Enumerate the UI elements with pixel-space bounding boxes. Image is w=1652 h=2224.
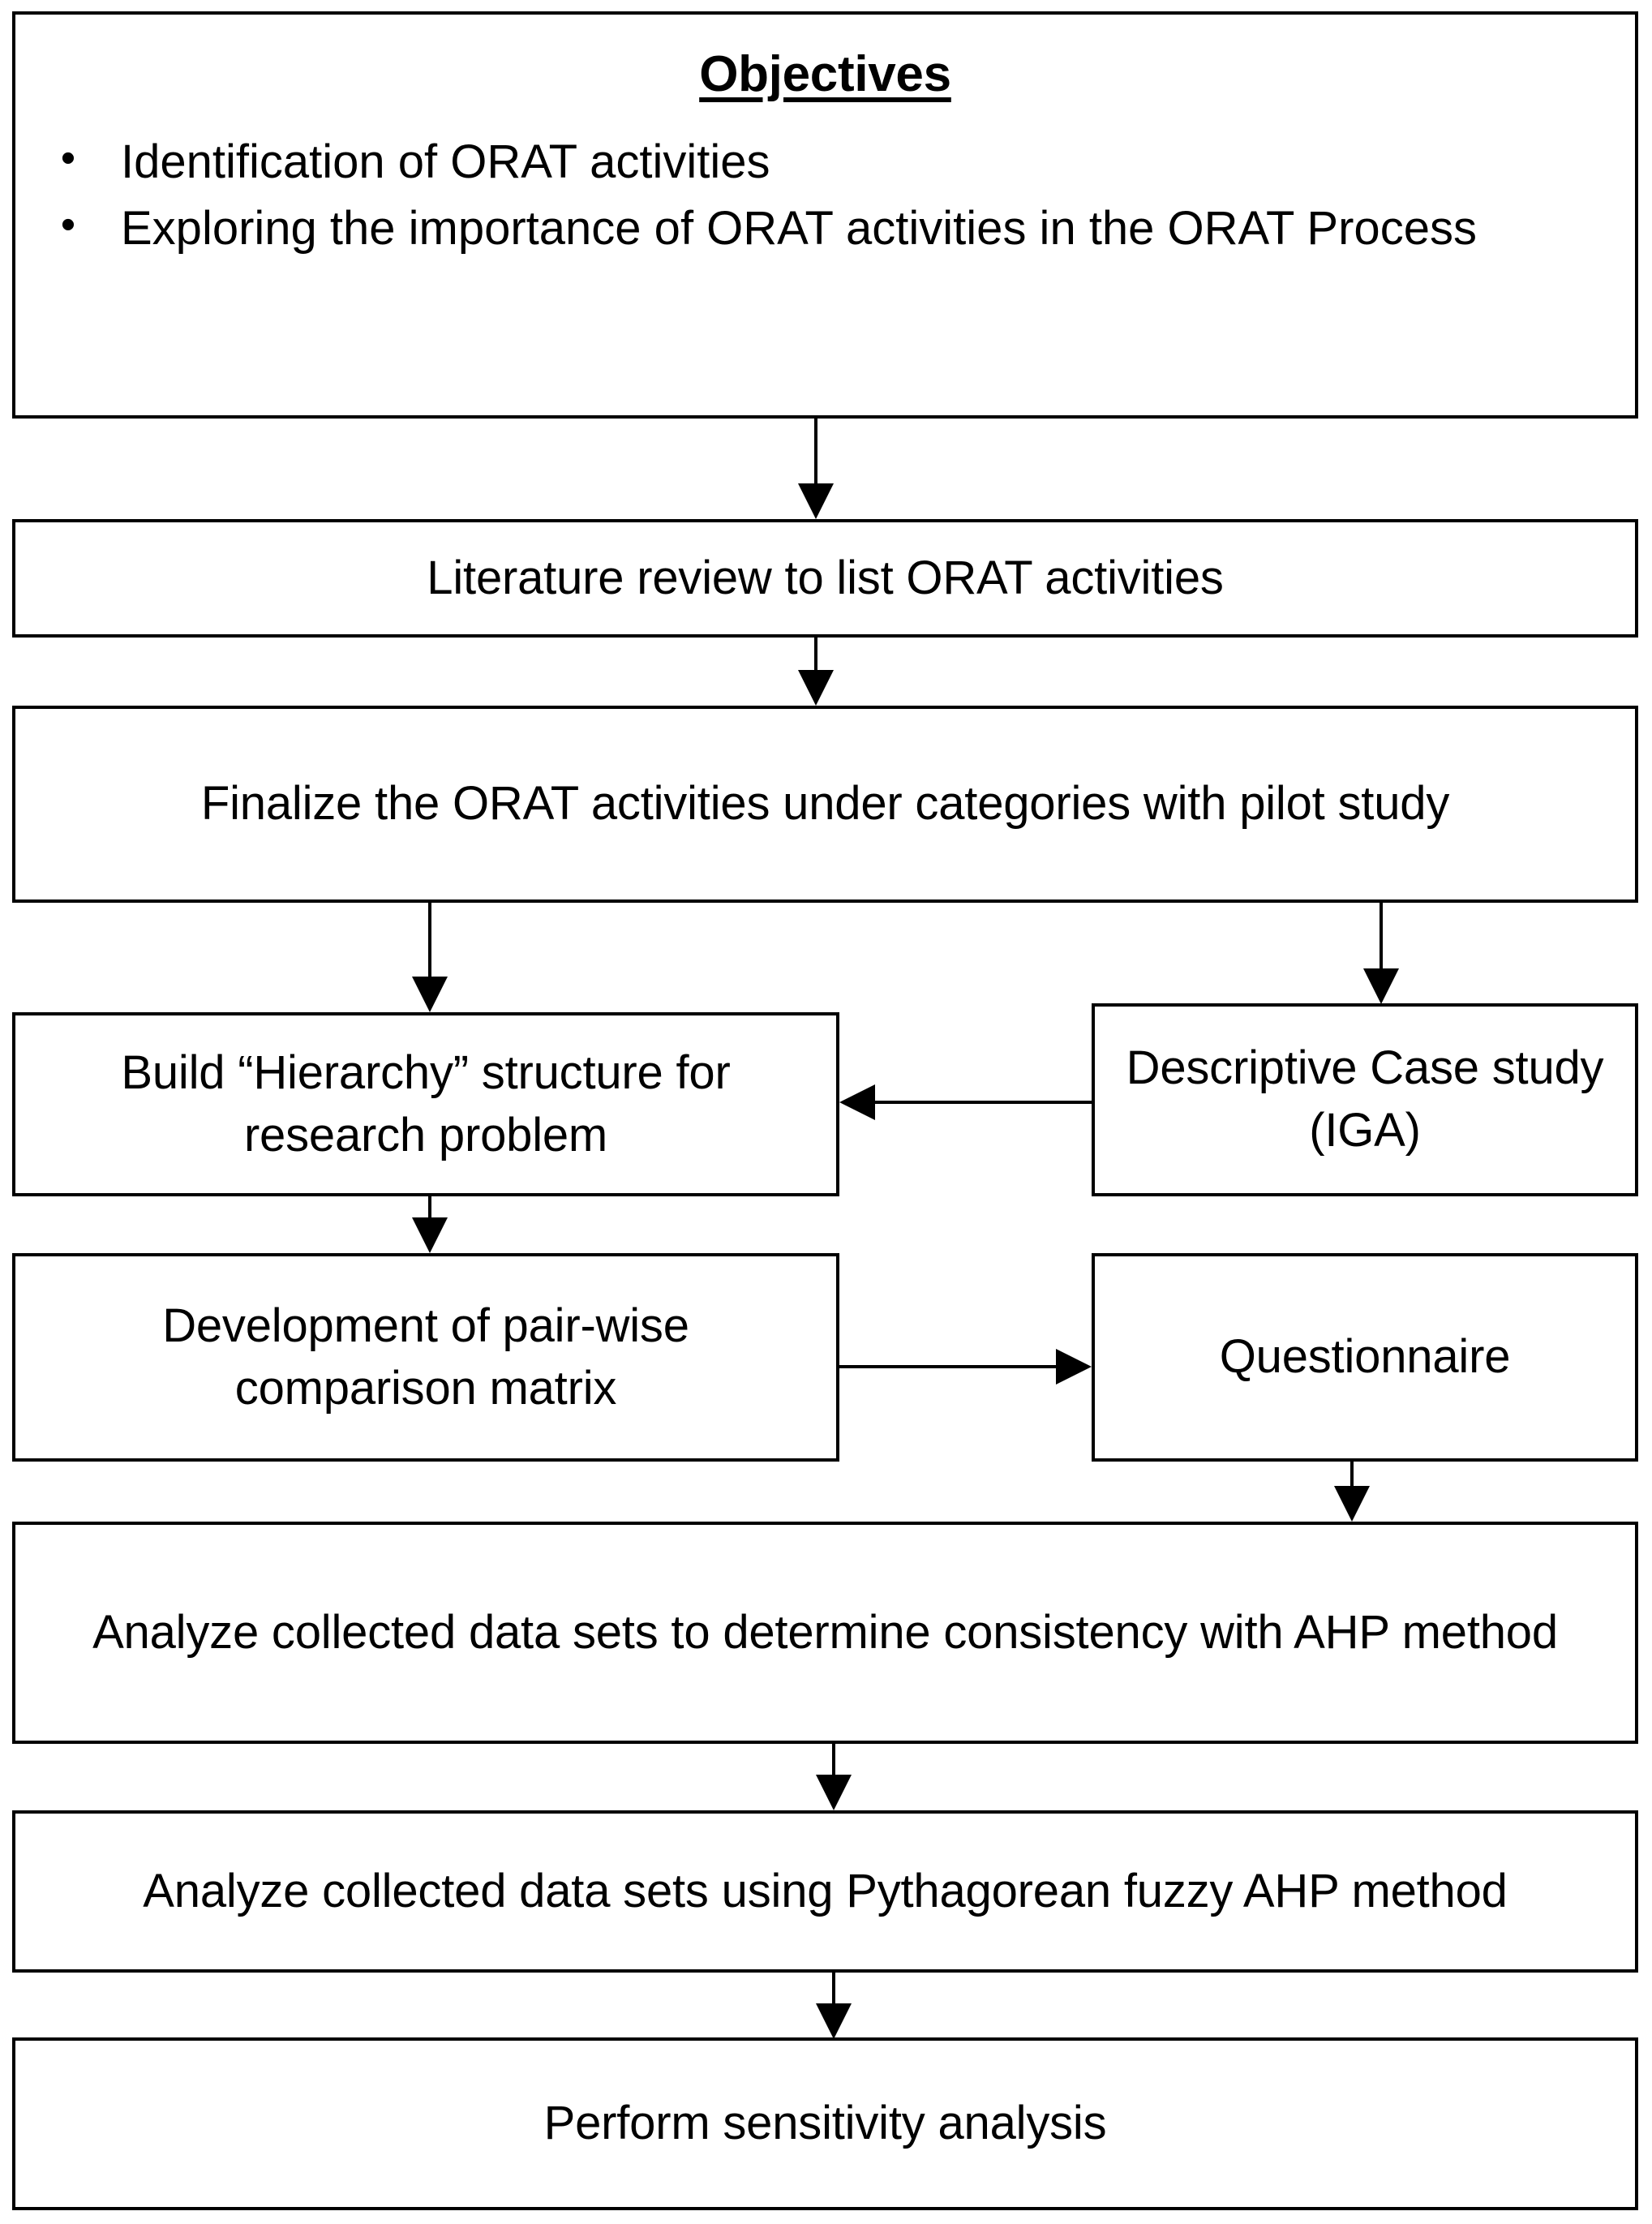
node-descriptive-case-study: Descriptive Case study (IGA) — [1092, 1003, 1638, 1196]
arrowhead-left-icon — [839, 1084, 875, 1120]
objectives-list: • Identification of ORAT activities • Ex… — [15, 131, 1635, 263]
node-analyze-pythagorean-fuzzy-ahp-label: Analyze collected data sets using Pythag… — [143, 1864, 1508, 1917]
connector-analyze-ahp-to-pfahp — [832, 1744, 835, 1781]
arrowhead-down-icon — [798, 670, 834, 706]
node-literature-review: Literature review to list ORAT activitie… — [12, 519, 1638, 638]
connector-objectives-to-literature — [814, 419, 817, 487]
connector-literature-to-finalize — [814, 638, 817, 673]
node-analyze-pythagorean-fuzzy-ahp: Analyze collected data sets using Pythag… — [12, 1810, 1638, 1973]
connector-finalize-to-hierarchy — [428, 903, 431, 980]
node-literature-review-label: Literature review to list ORAT activitie… — [427, 551, 1224, 604]
node-questionnaire-label: Questionnaire — [1219, 1330, 1511, 1384]
node-sensitivity-analysis-label: Perform sensitivity analysis — [543, 2097, 1107, 2150]
node-questionnaire: Questionnaire — [1092, 1253, 1638, 1462]
objectives-item-label: Exploring the importance of ORAT activit… — [121, 201, 1477, 255]
connector-pfahp-to-sensitivity — [832, 1973, 835, 2007]
objectives-list-item: • Exploring the importance of ORAT activ… — [15, 197, 1635, 260]
node-pairwise-matrix: Development of pair-wise comparison matr… — [12, 1253, 839, 1462]
bullet-icon: • — [60, 200, 76, 248]
node-build-hierarchy: Build “Hierarchy” structure for research… — [12, 1012, 839, 1196]
node-finalize-activities: Finalize the ORAT activities under categ… — [12, 706, 1638, 903]
arrowhead-down-icon — [816, 2003, 852, 2039]
node-objectives: Objectives • Identification of ORAT acti… — [12, 11, 1638, 419]
bullet-icon: • — [60, 135, 76, 182]
connector-case-study-to-hierarchy — [875, 1101, 1092, 1104]
connector-finalize-to-case-study — [1380, 903, 1383, 972]
arrowhead-down-icon — [412, 977, 448, 1012]
arrowhead-down-icon — [412, 1217, 448, 1253]
objectives-heading: Objectives — [699, 46, 951, 102]
objectives-item-label: Identification of ORAT activities — [121, 135, 770, 188]
node-build-hierarchy-label: Build “Hierarchy” structure for research… — [121, 1045, 731, 1161]
node-analyze-ahp: Analyze collected data sets to determine… — [12, 1522, 1638, 1744]
connector-questionnaire-to-analyze-ahp — [1350, 1462, 1354, 1491]
node-descriptive-case-study-label: Descriptive Case study (IGA) — [1126, 1041, 1604, 1157]
connector-pairwise-to-questionnaire — [839, 1365, 1056, 1368]
node-analyze-ahp-label: Analyze collected data sets to determine… — [92, 1605, 1558, 1659]
arrowhead-down-icon — [816, 1775, 852, 1810]
objectives-list-item: • Identification of ORAT activities — [15, 131, 1635, 194]
arrowhead-down-icon — [1363, 968, 1399, 1004]
arrowhead-right-icon — [1056, 1349, 1092, 1385]
node-sensitivity-analysis: Perform sensitivity analysis — [12, 2037, 1638, 2210]
arrowhead-down-icon — [1334, 1486, 1370, 1522]
node-pairwise-matrix-label: Development of pair-wise comparison matr… — [162, 1299, 689, 1415]
connector-hierarchy-to-pairwise — [428, 1196, 431, 1229]
arrowhead-down-icon — [798, 483, 834, 519]
node-finalize-activities-label: Finalize the ORAT activities under categ… — [200, 777, 1450, 831]
